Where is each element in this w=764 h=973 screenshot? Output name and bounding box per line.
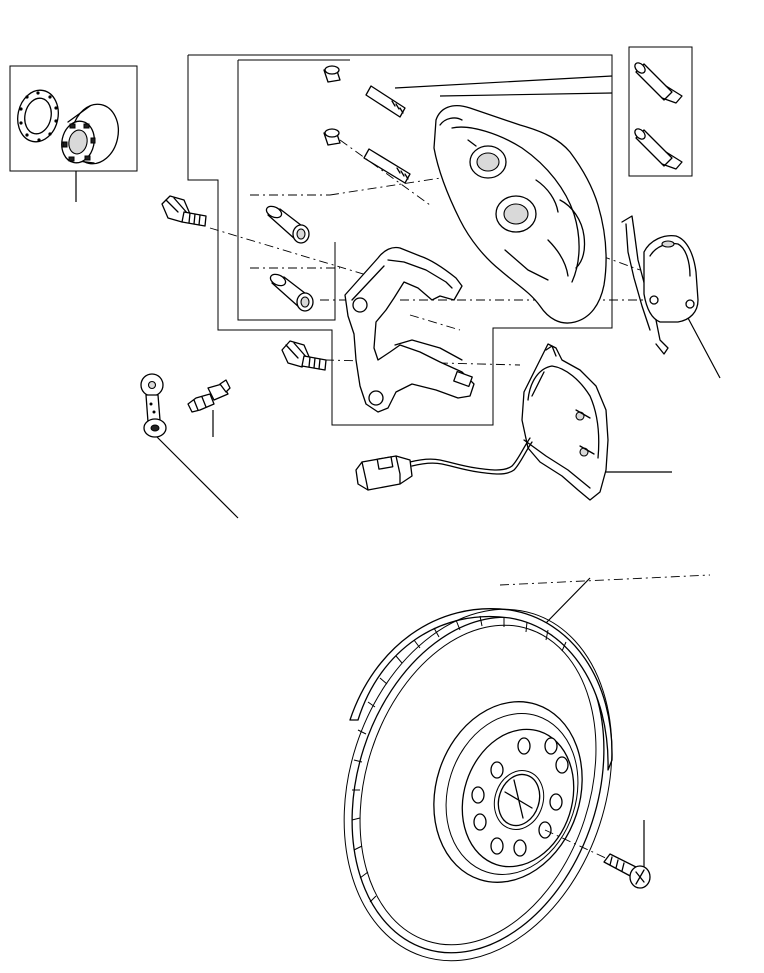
disc-retaining-screw[interactable] bbox=[604, 820, 650, 888]
brake-disc-leader bbox=[545, 578, 590, 624]
hub-bearing-frame bbox=[10, 66, 137, 171]
disc-bolt-holes bbox=[472, 738, 568, 856]
screw-icon bbox=[604, 854, 650, 888]
guide-pin-set-leader-a bbox=[395, 76, 612, 88]
pad-icon bbox=[644, 236, 698, 322]
bleed-screw[interactable] bbox=[188, 380, 230, 437]
guide-pin-bush-lower[interactable] bbox=[269, 272, 313, 311]
caliper-guide-pin-upper[interactable] bbox=[366, 86, 405, 117]
guide-pin-cap-upper[interactable] bbox=[324, 66, 340, 82]
wear-sensor-icon bbox=[356, 438, 532, 490]
pin-icon bbox=[633, 61, 682, 103]
cap-icon bbox=[141, 374, 166, 437]
carrier-bolt-lower[interactable] bbox=[282, 341, 326, 370]
bracket-icon bbox=[345, 247, 474, 412]
hub-bearing-callout[interactable] bbox=[10, 66, 137, 202]
outer-pad-leader bbox=[688, 318, 720, 378]
bleed-cap-leader bbox=[152, 432, 238, 518]
caliper-guide-pin-lower[interactable] bbox=[364, 149, 410, 183]
assembly-frame-group bbox=[188, 55, 612, 425]
inner-brake-pad-with-wear-sensor[interactable] bbox=[356, 344, 672, 500]
outer-assembly-frame bbox=[188, 55, 612, 425]
pad-icon bbox=[522, 344, 608, 500]
bolt-icon bbox=[162, 196, 206, 226]
bearing-icon bbox=[13, 86, 124, 168]
cap-icon bbox=[324, 66, 340, 82]
bolt-icon bbox=[282, 341, 326, 370]
bleed-screw-cap[interactable] bbox=[141, 374, 238, 518]
outer-brake-pad[interactable] bbox=[644, 236, 720, 378]
cap-icon bbox=[324, 129, 340, 145]
guide-pin-cap-lower[interactable] bbox=[324, 129, 340, 145]
screw-icon bbox=[188, 380, 230, 412]
guide-pin-set-leader-b bbox=[440, 93, 612, 96]
pin-icon bbox=[364, 149, 410, 183]
caliper-carrier[interactable] bbox=[345, 247, 474, 412]
inner-assembly-frame bbox=[238, 60, 335, 320]
caliper-icon bbox=[434, 106, 606, 323]
disc-vent-slots bbox=[352, 616, 566, 902]
bush-icon bbox=[269, 272, 313, 311]
disc-icon bbox=[301, 574, 656, 973]
bush-icon bbox=[265, 204, 309, 243]
guide-pin-bush-upper[interactable] bbox=[265, 204, 309, 243]
brake-disc[interactable] bbox=[301, 574, 656, 973]
pin-icon bbox=[633, 127, 682, 169]
brake-caliper-housing[interactable] bbox=[434, 106, 606, 323]
carrier-bolt-upper[interactable] bbox=[162, 196, 206, 226]
guide-pin-set-frame bbox=[629, 47, 692, 176]
pin-icon bbox=[366, 86, 405, 117]
guide-pin-set[interactable] bbox=[395, 47, 692, 176]
